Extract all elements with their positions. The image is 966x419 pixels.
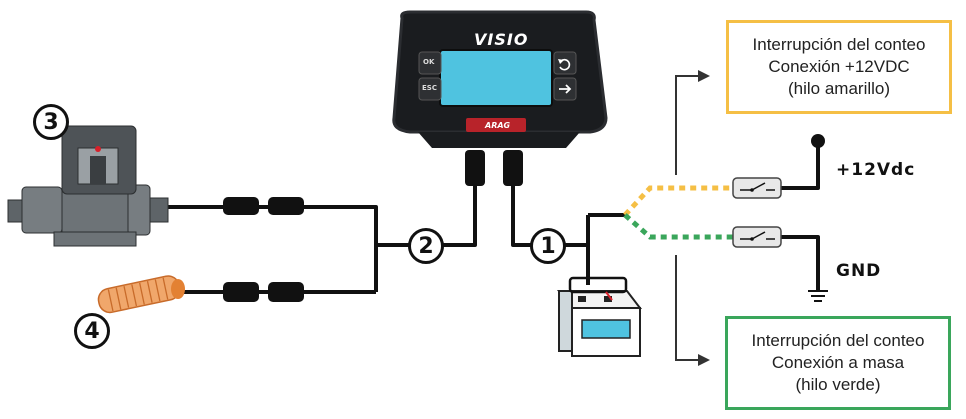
callout-4: 4 — [74, 313, 110, 349]
arrow-head-icon — [698, 70, 710, 82]
callout-1: 1 — [530, 228, 566, 264]
info-box-green: Interrupción del conteo Conexión a masa … — [725, 316, 951, 410]
refresh-button-shape — [553, 51, 577, 75]
device-brand-label: VISIO — [474, 30, 529, 49]
label-12vdc: +12Vdc — [836, 160, 916, 180]
switch-green — [732, 226, 782, 248]
cable-gnd — [780, 235, 820, 290]
battery-icon — [556, 276, 643, 357]
plug — [223, 282, 259, 302]
info-box-line: (hilo verde) — [795, 375, 881, 394]
flowmeter — [7, 125, 169, 247]
info-box-yellow: Interrupción del conteo Conexión +12VDC … — [726, 20, 952, 114]
callout-2: 2 — [408, 228, 444, 264]
ok-button: OK — [423, 58, 435, 66]
arrow-head-icon — [698, 354, 710, 366]
arrow-to-green-box — [675, 255, 698, 361]
label-gnd: GND — [836, 261, 882, 281]
info-box-line: Conexión a masa — [771, 353, 905, 372]
ground-icon — [808, 290, 828, 302]
cable-flowmeter — [168, 205, 378, 292]
info-box-line: Interrupción del conteo — [751, 331, 925, 350]
device-screen — [439, 49, 553, 107]
plug — [268, 282, 304, 302]
visio-device — [392, 10, 608, 148]
dotted-wires — [623, 185, 735, 240]
info-box-line: (hilo amarillo) — [787, 79, 891, 98]
yellow-wire — [623, 185, 735, 217]
brand-logo-badge — [466, 118, 526, 132]
switch-yellow — [732, 177, 782, 199]
callout-3: 3 — [33, 104, 69, 140]
info-box-line: Conexión +12VDC — [768, 57, 910, 76]
plug — [223, 197, 259, 215]
cables — [168, 142, 820, 294]
connector-plugs — [223, 150, 523, 302]
plug — [465, 150, 485, 186]
info-box-line: Interrupción del conteo — [752, 35, 926, 54]
esc-button-shape — [418, 77, 442, 101]
esc-button: ESC — [422, 84, 437, 92]
green-wire — [623, 213, 735, 240]
ok-button-shape — [418, 51, 442, 75]
cable-12v — [780, 142, 820, 190]
arrows — [675, 75, 698, 361]
plug — [503, 150, 523, 186]
right-arrow-icon — [559, 84, 572, 94]
terminal-12v-icon — [811, 134, 825, 148]
arrow-to-yellow-box — [675, 75, 698, 175]
sensor — [97, 275, 185, 314]
brand-logo: ARAG — [485, 121, 511, 130]
refresh-icon — [559, 58, 571, 71]
plug — [268, 197, 304, 215]
